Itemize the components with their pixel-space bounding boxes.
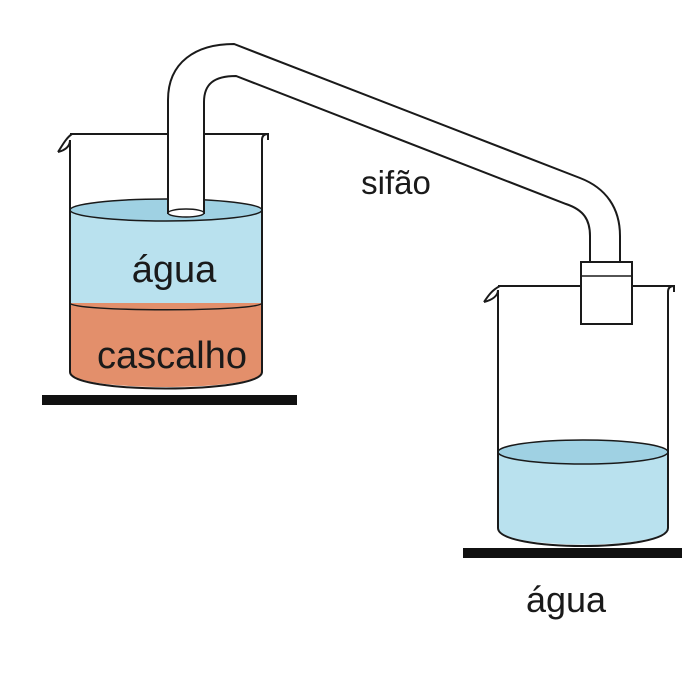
gravel-layer — [70, 303, 262, 387]
left-beaker-outline — [57, 133, 269, 390]
left-beaker — [42, 133, 297, 405]
right-beaker-spout — [483, 285, 675, 303]
water-gravel-boundary — [69, 302, 263, 311]
lower-water-label: água — [526, 579, 607, 620]
right-beaker — [463, 285, 682, 558]
siphon-tube-body — [167, 42, 621, 265]
gravel-label: cascalho — [97, 335, 247, 377]
upper-water-label: água — [132, 249, 217, 291]
lower-water-layer — [498, 452, 668, 545]
siphon-tube — [167, 42, 633, 325]
right-stand — [463, 548, 682, 558]
siphon-label: sifão — [361, 164, 431, 201]
siphon-stopper — [580, 261, 633, 325]
upper-water-layer — [70, 210, 262, 303]
left-beaker-spout — [57, 133, 269, 153]
upper-water-surface — [69, 198, 263, 222]
siphon-inlet — [167, 208, 205, 218]
lower-water-surface — [497, 439, 669, 465]
left-stand — [42, 395, 297, 405]
right-beaker-outline — [483, 285, 675, 547]
